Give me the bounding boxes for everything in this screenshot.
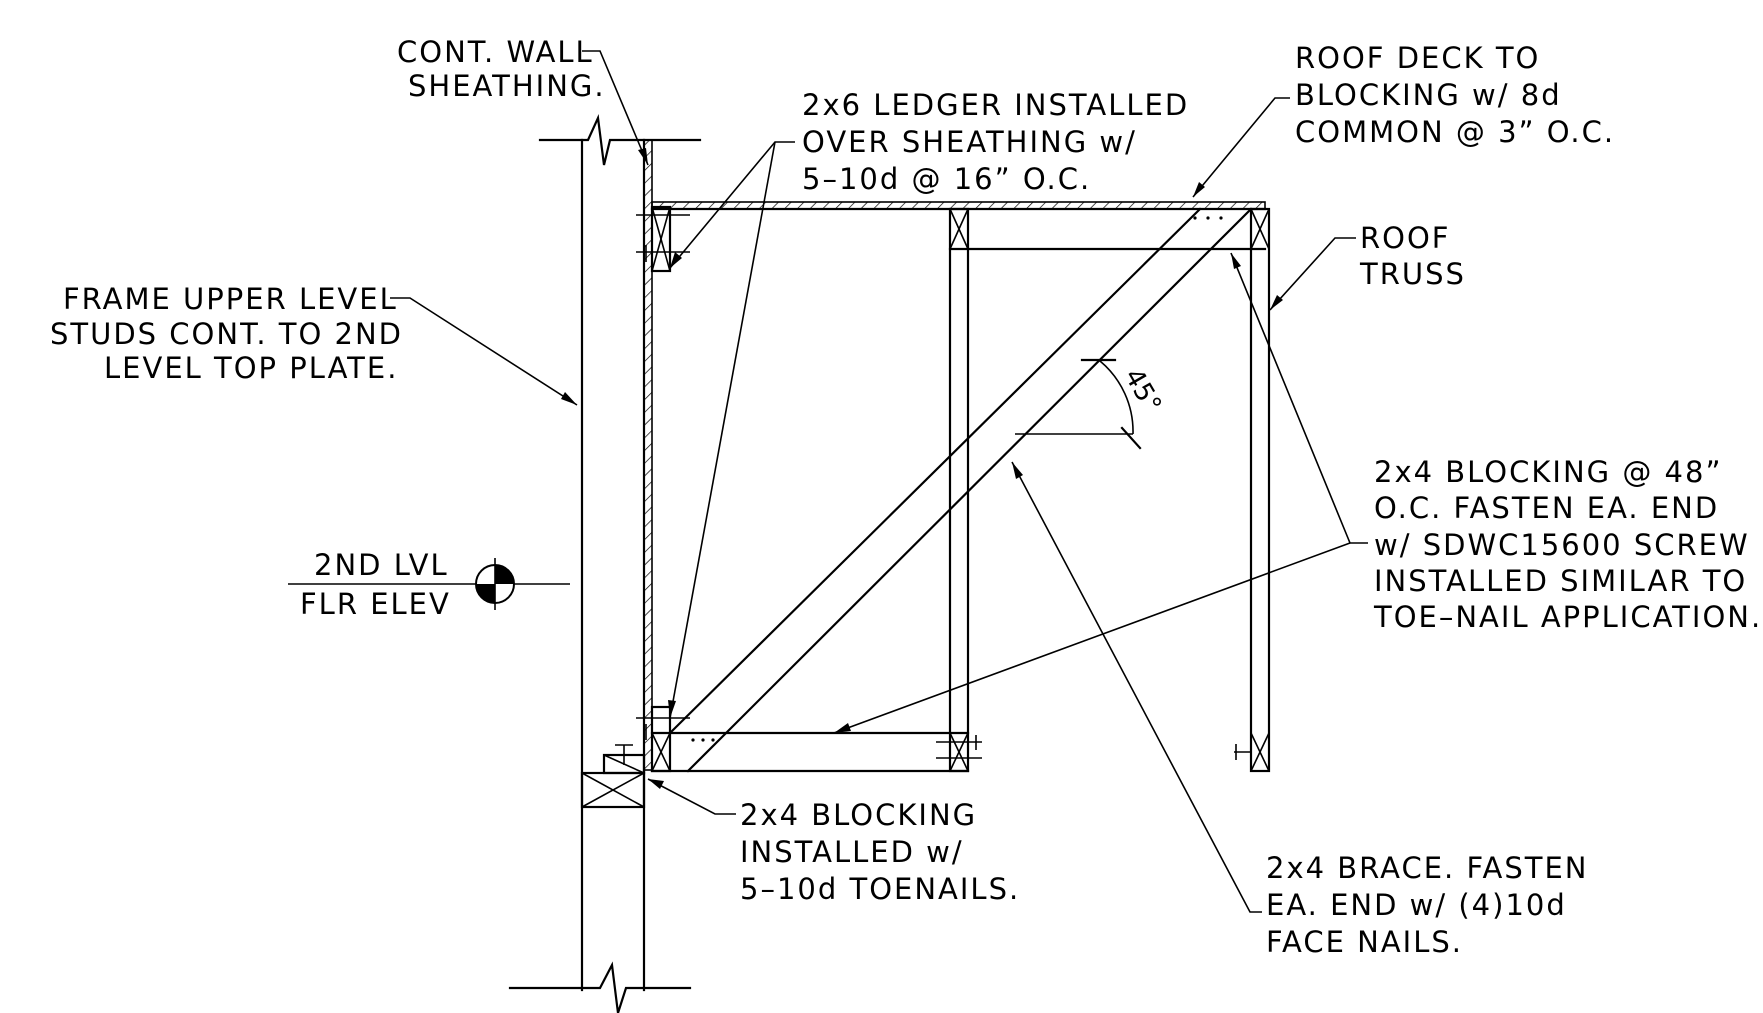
svg-text:w/ SDWC15600 SCREW: w/ SDWC15600 SCREW — [1374, 528, 1750, 562]
label-blocking-48: 2x4 BLOCKING @ 48” O.C. FASTEN EA. END w… — [1373, 455, 1762, 634]
svg-text:STUDS CONT. TO 2ND: STUDS CONT. TO 2ND — [50, 317, 403, 351]
svg-text:EA. END w/ (4)10d: EA. END w/ (4)10d — [1266, 888, 1567, 922]
svg-text:FLR ELEV: FLR ELEV — [300, 587, 451, 621]
label-brace: 2x4 BRACE. FASTEN EA. END w/ (4)10d FACE… — [1266, 851, 1589, 959]
label-floor-elevation: 2ND LVL FLR ELEV — [300, 548, 451, 621]
svg-text:2x4 BRACE. FASTEN: 2x4 BRACE. FASTEN — [1266, 851, 1589, 885]
svg-text:OVER SHEATHING w/: OVER SHEATHING w/ — [802, 125, 1137, 159]
svg-text:LEVEL TOP PLATE.: LEVEL TOP PLATE. — [104, 351, 398, 385]
angle-indicator — [1015, 358, 1142, 450]
leader-lines — [390, 50, 1368, 913]
svg-text:5–10d @ 16” O.C.: 5–10d @ 16” O.C. — [802, 162, 1091, 196]
svg-text:INSTALLED SIMILAR TO: INSTALLED SIMILAR TO — [1374, 564, 1747, 598]
svg-text:ROOF: ROOF — [1360, 221, 1450, 255]
diagonal-brace — [668, 207, 1253, 773]
svg-text:SHEATHING.: SHEATHING. — [408, 69, 606, 103]
deck-nail-dots — [1193, 216, 1223, 220]
svg-text:5–10d TOENAILS.: 5–10d TOENAILS. — [740, 872, 1020, 906]
label-blocking-toenails: 2x4 BLOCKING INSTALLED w/ 5–10d TOENAILS… — [740, 798, 1020, 906]
svg-text:2x4 BLOCKING: 2x4 BLOCKING — [740, 798, 977, 832]
top-break-line — [538, 114, 702, 166]
svg-text:BLOCKING w/ 8d: BLOCKING w/ 8d — [1295, 78, 1562, 112]
angle-label: 45° — [1118, 364, 1167, 419]
label-roof-deck: ROOF DECK TO BLOCKING w/ 8d COMMON @ 3” … — [1295, 41, 1615, 149]
wall-sheathing — [643, 139, 653, 771]
ledger — [636, 205, 690, 273]
svg-text:TOE–NAIL APPLICATION.: TOE–NAIL APPLICATION. — [1373, 600, 1762, 634]
svg-text:FACE NAILS.: FACE NAILS. — [1266, 925, 1463, 959]
svg-text:2ND LVL: 2ND LVL — [314, 548, 449, 582]
svg-text:COMMON @ 3” O.C.: COMMON @ 3” O.C. — [1295, 115, 1615, 149]
wall-studs — [580, 138, 646, 992]
svg-text:INSTALLED w/: INSTALLED w/ — [740, 835, 964, 869]
floor-blocking — [580, 744, 646, 809]
svg-text:CONT. WALL: CONT. WALL — [397, 35, 594, 69]
truss-vertical-right — [1234, 207, 1271, 773]
svg-text:ROOF DECK TO: ROOF DECK TO — [1295, 41, 1540, 75]
svg-text:O.C. FASTEN EA. END: O.C. FASTEN EA. END — [1374, 491, 1719, 525]
svg-text:2x6 LEDGER INSTALLED: 2x6 LEDGER INSTALLED — [802, 88, 1189, 122]
svg-text:TRUSS: TRUSS — [1359, 257, 1466, 291]
svg-text:FRAME UPPER LEVEL: FRAME UPPER LEVEL — [63, 282, 398, 316]
bottom-break-line — [508, 961, 692, 1013]
svg-text:2x4 BLOCKING @ 48”: 2x4 BLOCKING @ 48” — [1374, 455, 1722, 489]
label-roof-truss: ROOF TRUSS — [1359, 221, 1466, 291]
label-wall-sheathing: CONT. WALL SHEATHING. — [397, 35, 606, 103]
floor-elevation-marker — [288, 558, 570, 610]
label-frame-studs: FRAME UPPER LEVEL STUDS CONT. TO 2ND LEV… — [50, 282, 403, 385]
bottom-blocking — [636, 705, 970, 773]
label-ledger: 2x6 LEDGER INSTALLED OVER SHEATHING w/ 5… — [802, 88, 1189, 196]
